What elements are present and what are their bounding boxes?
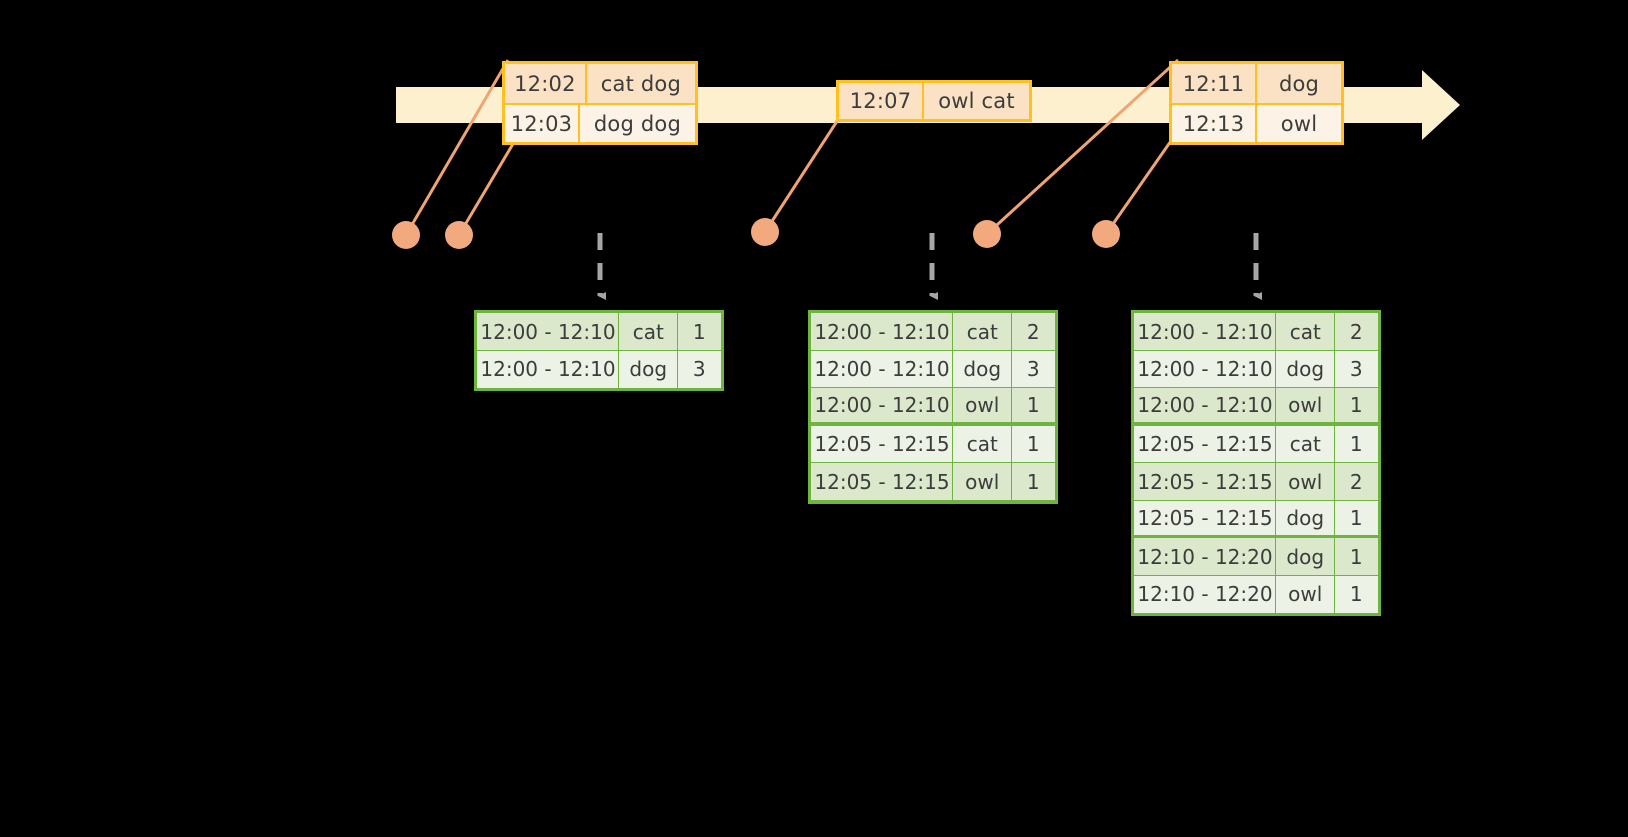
result-count: 1 [1010,462,1056,502]
result-window: 12:00 - 12:10 [476,349,620,389]
result-window: 12:05 - 12:15 [810,462,954,502]
result-word: cat [618,312,679,352]
result-word: owl [1275,462,1336,502]
result-word: cat [952,312,1013,352]
result-word: dog [1275,537,1336,577]
result-window: 12:00 - 12:10 [810,312,954,352]
event-words: dog [1257,64,1341,103]
dot-5 [1092,220,1120,248]
result-count: 1 [1333,574,1379,614]
result-count: 1 [676,312,722,352]
result-count: 2 [1333,312,1379,352]
event-time: 12:02 [505,64,587,103]
event-row: 12:13 owl [1172,103,1341,142]
dot-4 [973,220,1001,248]
result-window: 12:00 - 12:10 [476,312,620,352]
dot-1 [392,221,420,249]
event-words: dog dog [579,105,695,142]
result-window: 12:10 - 12:20 [1133,537,1277,577]
result-window: 12:05 - 12:15 [1133,424,1277,464]
result-window: 12:05 - 12:15 [810,424,954,464]
result-window: 12:00 - 12:10 [1133,312,1277,352]
result-count: 1 [1333,499,1379,536]
connector-2 [457,131,522,236]
event-group-2: 12:07 owl cat [836,80,1032,122]
event-words: owl cat [924,83,1029,119]
result-word: dog [618,349,679,389]
result-word: owl [952,387,1013,424]
event-group-3: 12:11 dog 12:13 owl [1169,61,1344,145]
connector-3 [763,111,845,233]
result-count: 3 [1010,349,1056,389]
result-window: 12:00 - 12:10 [810,387,954,424]
event-time: 12:13 [1172,105,1257,142]
event-group-1: 12:02 cat dog 12:03 dog dog [502,61,698,145]
result-window: 12:10 - 12:20 [1133,574,1277,614]
result-count: 1 [1333,424,1379,464]
result-word: dog [952,349,1013,389]
result-count: 2 [1333,462,1379,502]
result-word: cat [1275,312,1336,352]
emit-arrows [597,233,1262,300]
event-dots [392,218,1120,249]
result-word: owl [952,462,1013,502]
result-count: 2 [1010,312,1056,352]
event-time: 12:07 [839,83,924,119]
result-word: cat [952,424,1013,464]
event-time: 12:11 [1172,64,1257,103]
result-count: 3 [676,349,722,389]
result-word: owl [1275,387,1336,424]
result-count: 1 [1333,387,1379,424]
result-word: owl [1275,574,1336,614]
event-time: 12:03 [505,105,580,142]
result-word: dog [1275,499,1336,536]
dot-3 [751,218,779,246]
result-count: 1 [1010,424,1056,464]
result-window: 12:00 - 12:10 [1133,387,1277,424]
event-row: 12:02 cat dog [505,64,695,103]
result-window: 12:05 - 12:15 [1133,462,1277,502]
result-window: 12:05 - 12:15 [1133,499,1277,536]
dot-2 [445,221,473,249]
event-words: owl [1257,105,1341,142]
result-count: 1 [1010,387,1056,424]
result-word: cat [1275,424,1336,464]
result-window: 12:00 - 12:10 [1133,349,1277,389]
event-row: 12:11 dog [1172,64,1341,103]
result-count: 1 [1333,537,1379,577]
event-words: cat dog [586,64,695,103]
result-count: 3 [1333,349,1379,389]
result-window: 12:00 - 12:10 [810,349,954,389]
event-row: 12:03 dog dog [505,103,695,142]
event-row: 12:07 owl cat [839,83,1029,119]
connector-1 [404,59,510,236]
result-word: dog [1275,349,1336,389]
